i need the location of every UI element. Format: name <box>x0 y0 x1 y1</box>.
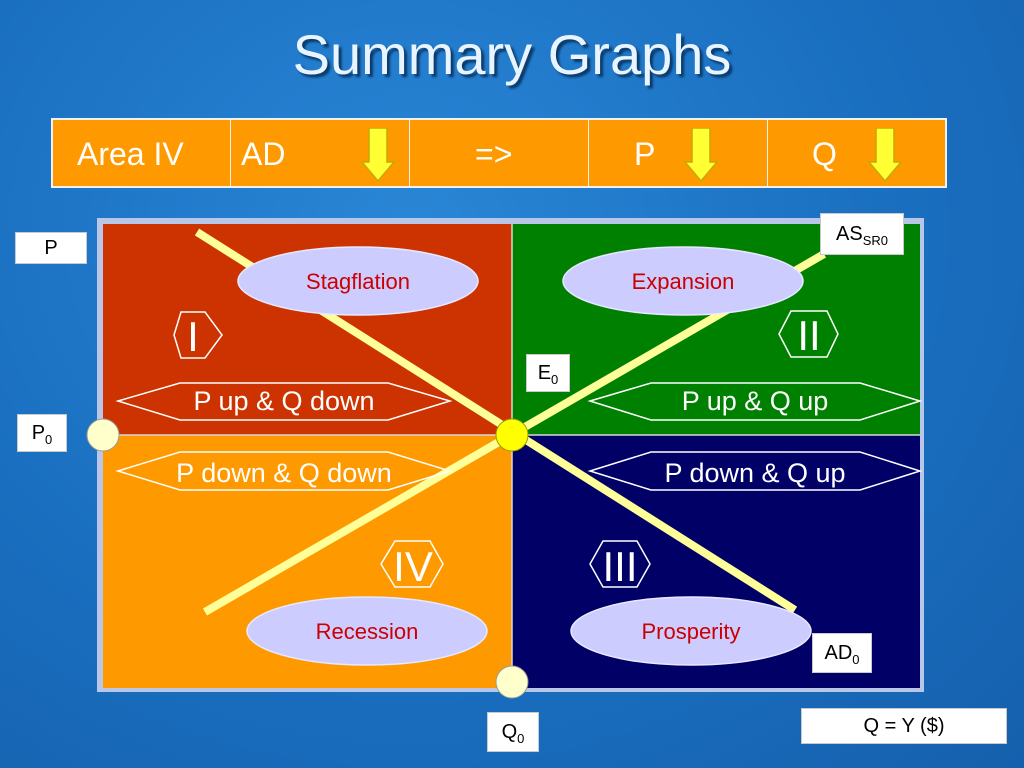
p0-sub: 0 <box>45 432 53 447</box>
ad-label-box: AD0 <box>812 633 872 673</box>
effect-ii-banner <box>587 382 923 421</box>
prosperity-ellipse <box>570 596 812 666</box>
p0-label: P0 <box>17 414 67 452</box>
q0-main: Q <box>501 721 518 743</box>
stagflation-label: Stagflation <box>306 269 410 294</box>
effect-i-banner <box>115 382 453 421</box>
prosperity-label: Prosperity <box>641 619 740 644</box>
q0-label: Q0 <box>487 712 539 752</box>
numeral-ii: II <box>797 312 820 359</box>
q-cell: Q <box>768 120 945 186</box>
recession-label: Recession <box>316 619 419 644</box>
numeral-i-hexagon <box>173 311 223 359</box>
e0-main: E <box>537 362 552 384</box>
numeral-ii-hexagon <box>778 310 839 358</box>
p-axis-label: P <box>15 232 87 264</box>
p0-axis-point <box>86 418 120 452</box>
ad-label: AD <box>241 136 286 172</box>
as-sub: SR0 <box>862 233 888 248</box>
area-cell: Area IV <box>53 120 231 186</box>
equilibrium-point <box>495 418 529 452</box>
expansion-label: Expansion <box>632 269 735 294</box>
numeral-iv: IV <box>393 543 433 590</box>
summary-table: Area IV AD => P Q <box>51 118 947 188</box>
area-label: Area IV <box>77 136 184 172</box>
p-cell: P <box>589 120 768 186</box>
p-axis-text: P <box>44 237 58 259</box>
q0-axis-point <box>495 665 529 699</box>
ad-cell: AD <box>231 120 410 186</box>
numeral-iii-hexagon <box>589 540 651 588</box>
q-axis-text: Q = Y ($) <box>863 715 945 737</box>
e0-sub: 0 <box>551 372 559 387</box>
expansion-ellipse <box>562 246 804 316</box>
q-axis-label: Q = Y ($) <box>801 708 1007 744</box>
page-title: Summary Graphs <box>292 23 732 86</box>
stagflation-ellipse <box>237 246 479 316</box>
effect-i-text: P up & Q down <box>193 386 374 416</box>
ad-main: AD <box>824 642 853 664</box>
effect-iv-banner <box>115 451 453 491</box>
p-down-arrow-icon <box>684 128 718 182</box>
effect-iv-text: P down & Q down <box>176 458 392 488</box>
q-down-arrow-icon <box>868 128 902 182</box>
effect-iii-banner <box>587 451 923 491</box>
as-label: ASSR0 <box>820 213 904 255</box>
effect-ii-text: P up & Q up <box>682 386 829 416</box>
ad-sub: 0 <box>852 652 860 667</box>
p0-main: P <box>31 422 46 444</box>
q-label: Q <box>812 136 837 172</box>
recession-ellipse <box>246 596 488 666</box>
implies-cell: => <box>410 120 589 186</box>
effect-iii-text: P down & Q up <box>664 458 845 488</box>
p-label: P <box>634 136 656 172</box>
numeral-iv-hexagon <box>380 540 444 588</box>
numeral-i: I <box>187 313 199 360</box>
as-main: AS <box>836 223 863 245</box>
ad-down-arrow-icon <box>361 128 395 182</box>
numeral-iii: III <box>602 543 637 590</box>
implies-label: => <box>475 136 513 172</box>
e0-label: E0 <box>526 354 570 392</box>
q0-sub: 0 <box>517 731 525 746</box>
